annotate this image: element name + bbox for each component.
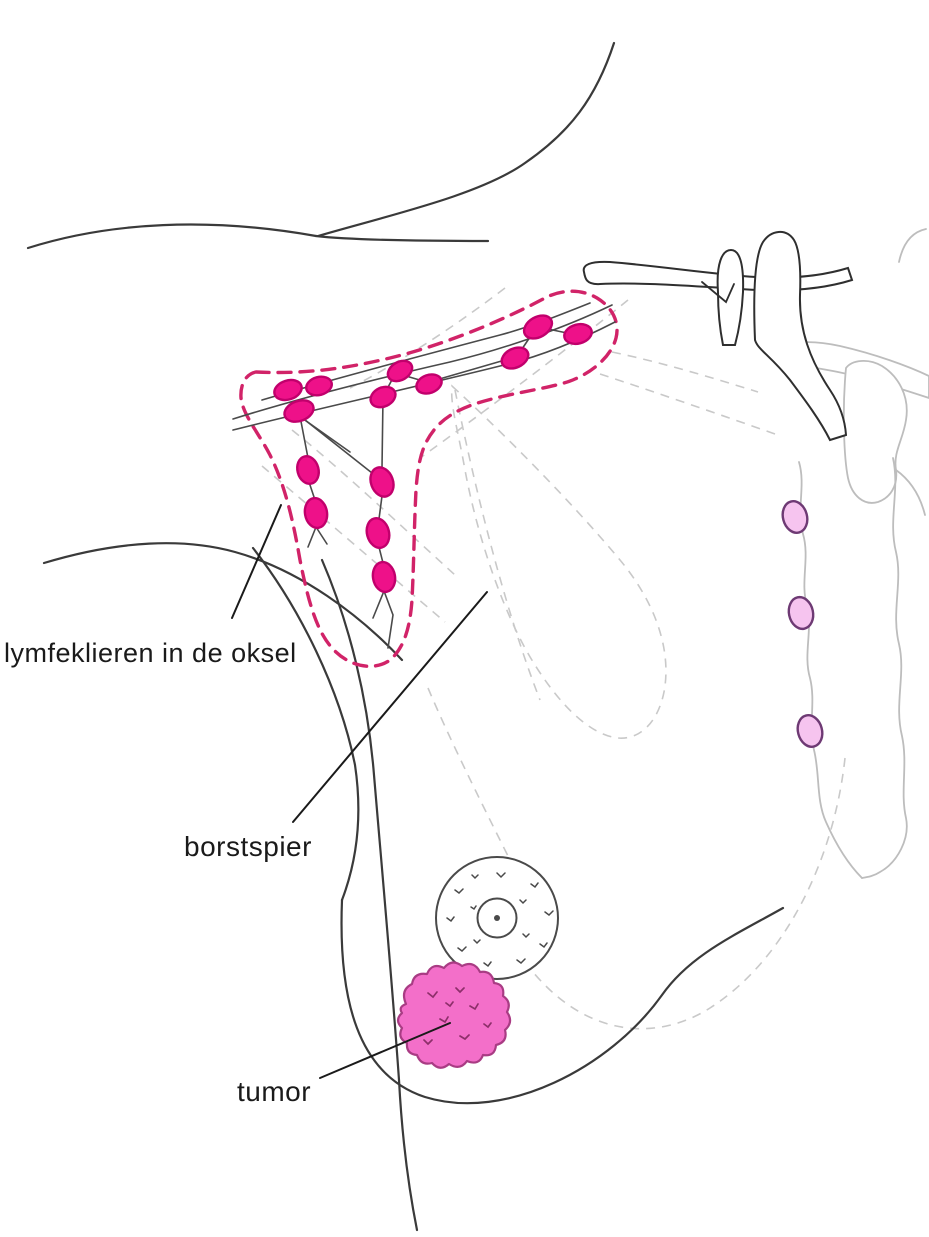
vessel-branch-right [753,231,848,442]
axillary-vessels [582,231,854,442]
humerus-edge [898,228,927,263]
torso-side-line [320,558,419,1232]
lymph-node [283,399,315,423]
lymph-vessel-lines [232,302,616,649]
internal-lymph-node [787,595,815,631]
leader-axillary-nodes [231,504,282,619]
leader-pectoral-muscle [292,591,488,823]
breast-lower-contour [340,898,785,1105]
tumor-shape [396,961,512,1069]
label-lymph-nodes-axilla: lymfeklieren in de oksel [4,638,297,668]
lymph-link [381,396,384,469]
armpit-fold-line [314,234,490,243]
sternum-left-edge [798,461,863,879]
lymph-node [415,373,443,395]
lymph-link [378,495,383,520]
areola [435,856,559,980]
lymph-node [369,385,397,409]
arm-underside-line [26,223,318,250]
muscle-fiber-line [599,373,776,435]
pectoral-muscle-outline [450,384,667,739]
lymph-node [371,560,397,594]
muscle-outlines [261,287,846,1030]
lymph-fork [307,526,328,548]
shoulder-bone-edge [895,469,926,516]
lymph-node [563,322,593,346]
leader-lines [231,504,488,1079]
tumor-blob [396,961,512,1069]
lymph-node [303,496,329,530]
label-pectoral-muscle: borstspier [184,831,312,862]
internal-lymph-nodes [781,500,824,748]
muscle-fiber-line [349,287,506,389]
breast-inner-dashed-contour [524,757,846,1030]
lymph-node [273,378,303,402]
lymph-channel [232,304,613,420]
axillary-region-boundary [239,289,619,668]
lymph-node [296,455,320,485]
lymph-node [305,375,333,397]
muscle-fiber-line [454,389,541,701]
lymph-node [500,346,530,370]
lymph-link [435,359,506,381]
scapula-bone [842,360,908,504]
chest-upper-line [42,542,404,662]
internal-lymph-node [781,500,809,534]
tumor-texture-marks [423,987,492,1046]
lymph-link [301,417,351,453]
bones [774,228,929,879]
label-tumor: tumor [237,1076,312,1107]
lymph-node [386,359,414,383]
areola-gland-marks [446,872,554,968]
axillary-lymph-nodes [273,314,593,594]
lymph-fork [372,590,394,649]
muscle-fiber-line [419,299,629,459]
vessel-branch-left [716,248,745,346]
internal-lymph-node [796,714,824,748]
leader-tumor [319,1022,451,1079]
lymph-node [365,517,391,549]
muscle-fiber-line [291,429,456,576]
lymph-link [378,546,384,564]
lymph-node [522,314,554,340]
neck-shoulder-line [316,41,616,238]
sternum-right-edge [861,457,908,879]
muscle-fiber-line [611,351,759,393]
muscle-fiber-line [261,465,446,623]
vessel-fork-line [701,281,735,304]
nipple-dot [494,915,500,921]
muscle-fiber-line [427,687,511,861]
lymph-node [369,466,395,498]
